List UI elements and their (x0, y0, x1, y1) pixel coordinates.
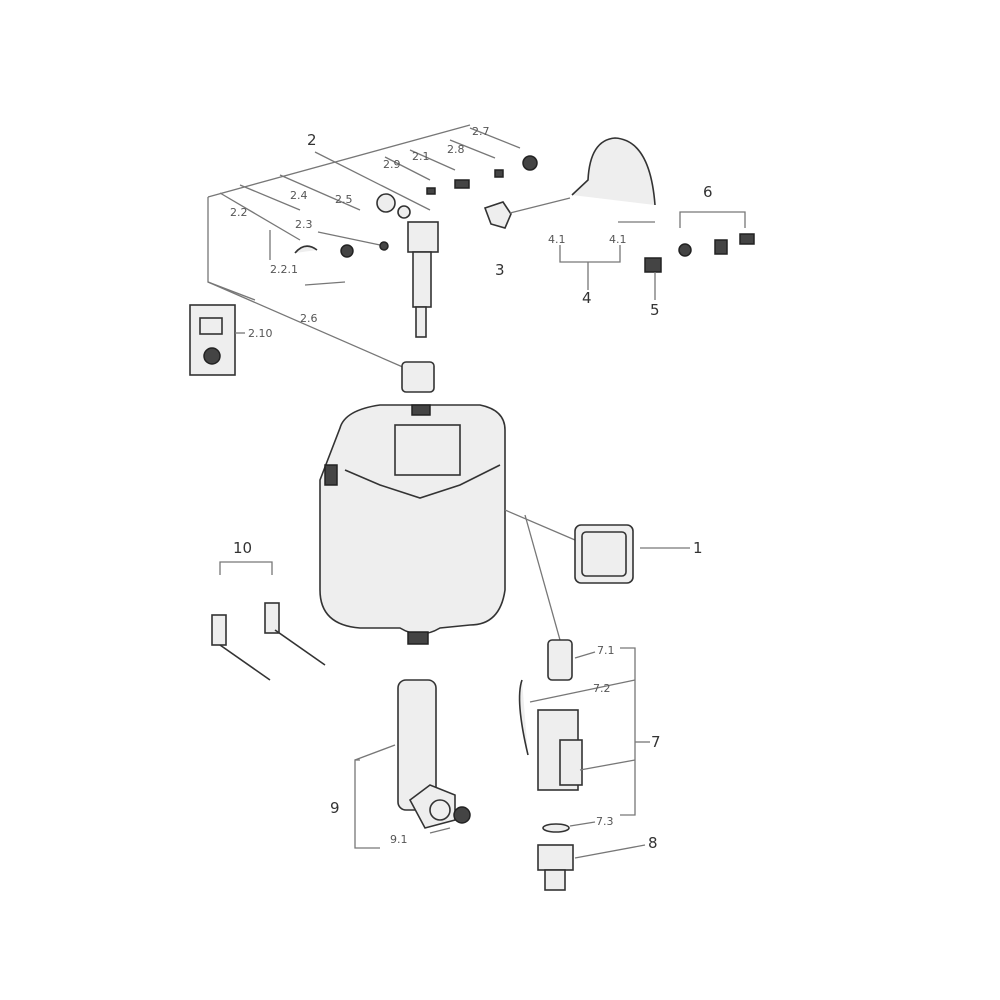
group-2-leaders (207, 124, 521, 369)
label-5: 5 (650, 301, 660, 319)
label-9-1: 9.1 (390, 833, 408, 846)
label-2-7: 2.7 (472, 125, 490, 138)
label-4: 4 (582, 289, 592, 307)
label-2: 2 (307, 131, 317, 149)
label-7-1: 7.1 (597, 644, 615, 657)
hose-4 (509, 137, 656, 290)
flush-valve-7 (518, 639, 650, 891)
label-10: 10 (233, 539, 252, 557)
panel-2-10 (189, 304, 245, 376)
cover-plate-1 (574, 524, 690, 584)
cistern-tank (319, 404, 576, 645)
fittings-5-6 (644, 211, 755, 300)
label-6: 6 (703, 183, 713, 201)
label-2-8: 2.8 (447, 143, 465, 156)
label-1: 1 (693, 539, 703, 557)
label-7-2: 7.2 (593, 682, 611, 695)
label-9: 9 (330, 799, 340, 817)
label-3: 3 (495, 261, 505, 279)
flush-pipe-9 (354, 679, 471, 849)
label-2-6: 2.6 (300, 312, 318, 325)
label-2-2-1: 2.2.1 (270, 263, 298, 276)
label-7: 7 (651, 733, 661, 751)
brackets-10 (211, 561, 326, 681)
label-2-4: 2.4 (290, 189, 308, 202)
label-4-1b: 4.1 (609, 233, 627, 246)
part-labels: 2 2.7 2.8 2.1 2.9 2.5 2.4 2.2 2.3 2.2.1 … (230, 125, 713, 852)
label-8: 8 (648, 834, 658, 852)
label-2-9: 2.9 (383, 158, 401, 171)
label-2-1: 2.1 (412, 150, 430, 163)
label-4-1a: 4.1 (548, 233, 566, 246)
label-7-3: 7.3 (596, 815, 614, 828)
label-2-10: 2.10 (248, 327, 273, 340)
label-2-5: 2.5 (335, 193, 353, 206)
label-2-3: 2.3 (295, 218, 313, 231)
label-2-2: 2.2 (230, 206, 248, 219)
fill-valve-assembly (294, 155, 538, 393)
